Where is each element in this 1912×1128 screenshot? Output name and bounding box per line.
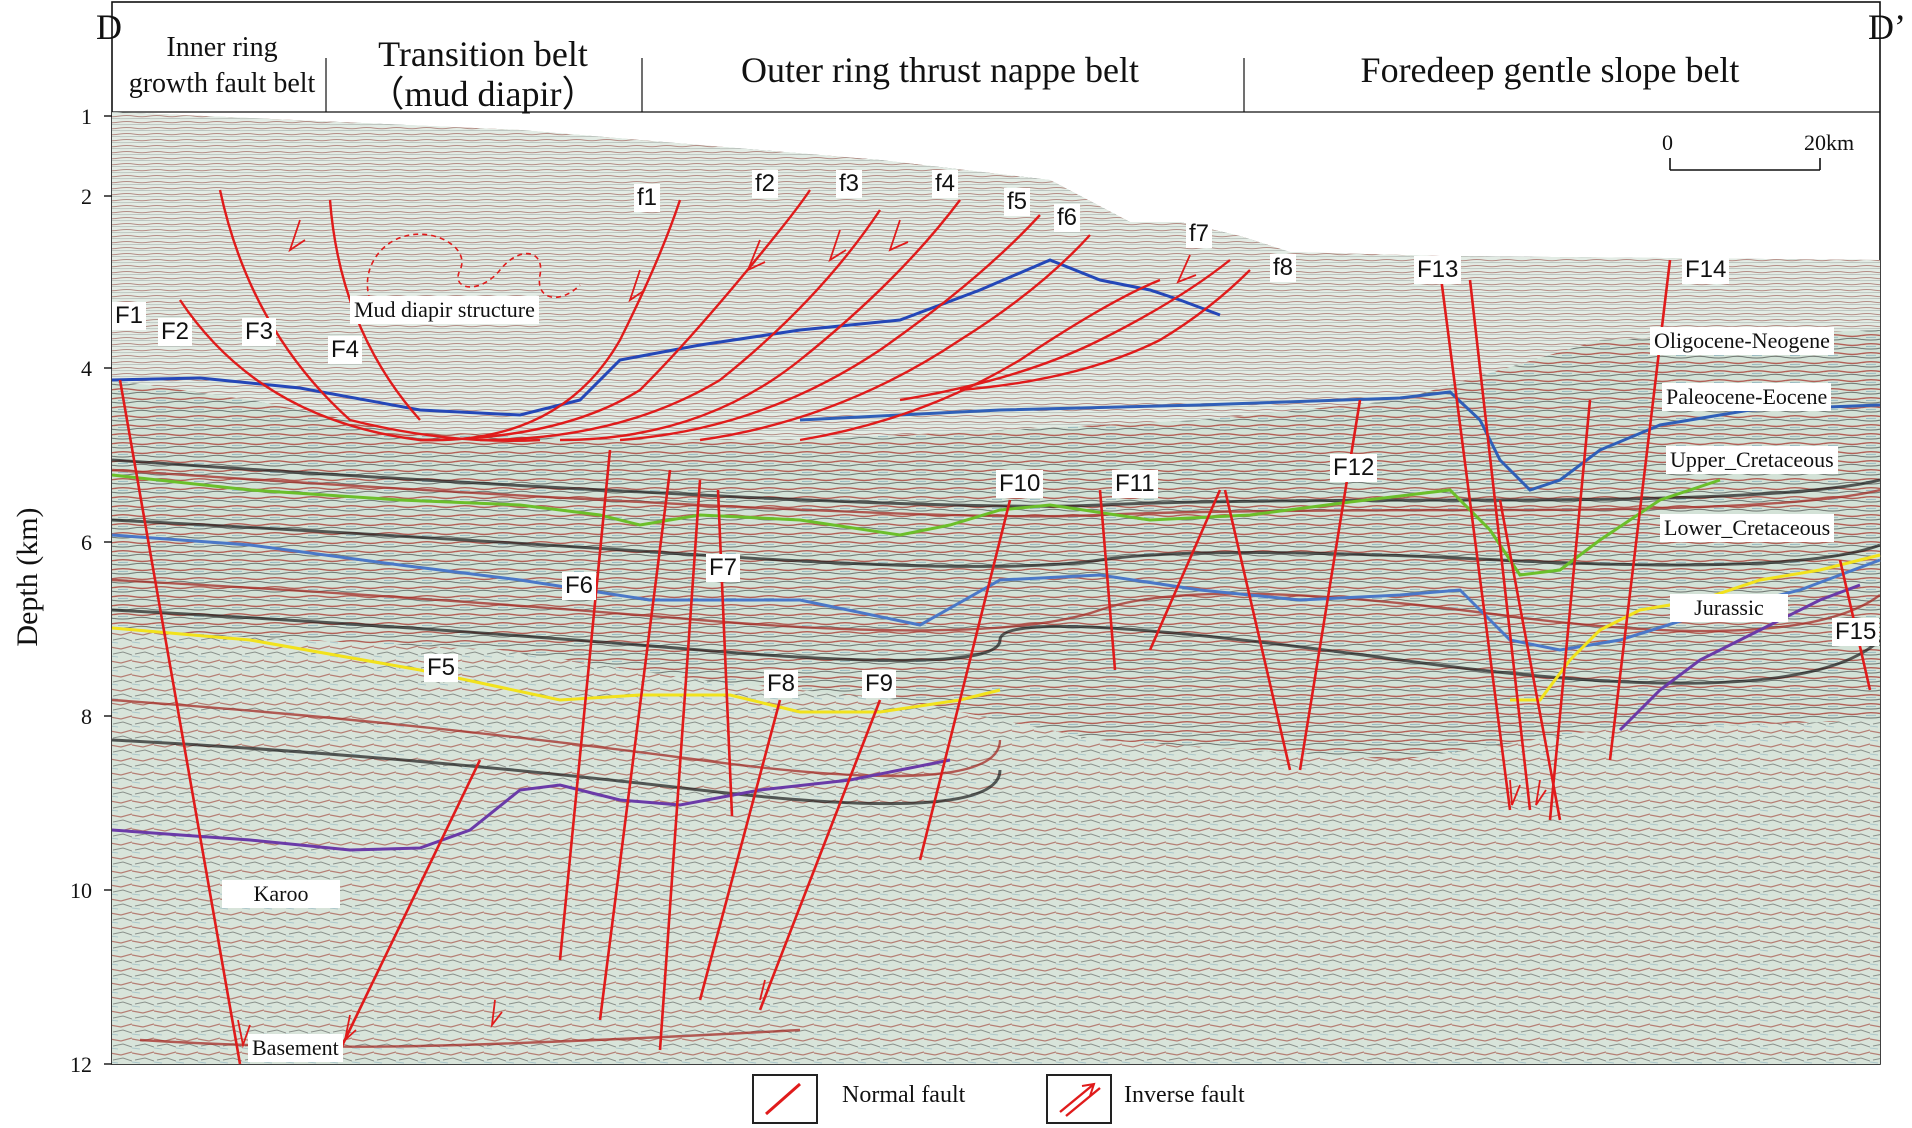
scale-bar [1669, 158, 1821, 171]
horizon-karoo-base [111, 758, 951, 852]
mud-diapir-outline [366, 233, 581, 301]
fault-label-F3: F3 [242, 318, 277, 346]
legend-symbols [765, 1082, 1101, 1117]
belt-inner-ring-line2: growth fault belt [128, 68, 316, 99]
horizon-upper-cretaceous-base [111, 473, 1721, 577]
belt-outer-ring-line1: Outer ring thrust nappe belt [741, 50, 1139, 90]
scale-bar-start: 0 [1660, 130, 1675, 156]
depth-tick-12: 12 [70, 1052, 92, 1077]
fault-label-f7: f7 [1186, 220, 1213, 248]
strata-label-paleocene-eocene: Paleocene-Eocene [1662, 383, 1832, 411]
belt-transition-line1: Transition belt [378, 34, 588, 74]
fault-label-f3: f3 [836, 170, 863, 198]
depth-tick-4: 4 [81, 356, 92, 381]
fault-label-F10: F10 [996, 470, 1044, 498]
depth-tick-10: 10 [70, 878, 92, 903]
fault-label-f2: f2 [752, 170, 779, 198]
belt-transition-line2: （mud diapir） [368, 74, 598, 114]
belt-foredeep: Foredeep gentle slope belt [1250, 50, 1850, 90]
fault-motion-arrows [237, 219, 1547, 1049]
fault-label-f4: f4 [932, 170, 959, 198]
fault-label-F11: F11 [1112, 470, 1158, 498]
belt-transition: Transition belt （mud diapir） [338, 34, 628, 114]
legend-inverse-fault-label: Inverse fault [1124, 1082, 1245, 1108]
horizon-jurassic-base-east [1510, 553, 1881, 702]
horizon-oligocene-base [111, 258, 1221, 417]
fault-label-F5: F5 [424, 654, 459, 682]
depth-tick-6: 6 [81, 530, 92, 555]
fault-label-F1: F1 [112, 302, 147, 330]
fault-label-F2: F2 [158, 318, 193, 346]
strata-label-upper-cretaceous: Upper_Cretaceous [1666, 446, 1838, 474]
strata-label-karoo: Karoo [222, 880, 340, 908]
belt-outer-ring: Outer ring thrust nappe belt [650, 50, 1230, 90]
horizon-paleocene-base [799, 390, 1881, 492]
strata-label-oligocene-neogene: Oligocene-Neogene [1650, 327, 1834, 355]
legend-inverse-fault-box [1046, 1074, 1112, 1124]
fault-label-F9: F9 [862, 670, 897, 698]
scale-bar-end: 20km [1802, 130, 1857, 156]
section-start-marker: D [96, 7, 122, 47]
fault-label-f8: f8 [1270, 254, 1297, 282]
normal-faults [118, 259, 1872, 1065]
section-end-marker: D’ [1868, 7, 1906, 47]
belt-inner-ring: Inner ring growth fault belt [116, 30, 328, 102]
fault-label-f5: f5 [1004, 188, 1031, 216]
fault-label-f6: f6 [1054, 204, 1081, 232]
depth-tick-2: 2 [81, 184, 92, 209]
depth-tick-8: 8 [81, 704, 92, 729]
depth-tick-1: 1 [81, 104, 92, 129]
mud-diapir-label: Mud diapir structure [350, 296, 539, 324]
fault-label-F14: F14 [1682, 256, 1730, 284]
inverse-faults [179, 189, 1251, 443]
fault-label-F13: F13 [1414, 256, 1462, 284]
fault-label-F12: F12 [1330, 454, 1378, 482]
horizon-karoo-base-east [1618, 583, 1861, 732]
fault-label-f1: f1 [634, 184, 661, 212]
strata-label-lower-cretaceous: Lower_Cretaceous [1660, 514, 1835, 542]
legend-normal-fault-label: Normal fault [842, 1082, 966, 1108]
depth-tick-marks [104, 115, 112, 1065]
fault-label-F4: F4 [328, 336, 363, 364]
strata-label-basement: Basement [248, 1034, 343, 1062]
fault-label-F8: F8 [764, 670, 799, 698]
strata-label-jurassic: Jurassic [1670, 594, 1788, 622]
belt-inner-ring-line1: Inner ring [166, 32, 278, 63]
fault-label-F15: F15 [1832, 618, 1880, 646]
fault-label-F7: F7 [706, 554, 741, 582]
belt-foredeep-line1: Foredeep gentle slope belt [1360, 50, 1740, 90]
fault-label-F6: F6 [562, 572, 597, 600]
